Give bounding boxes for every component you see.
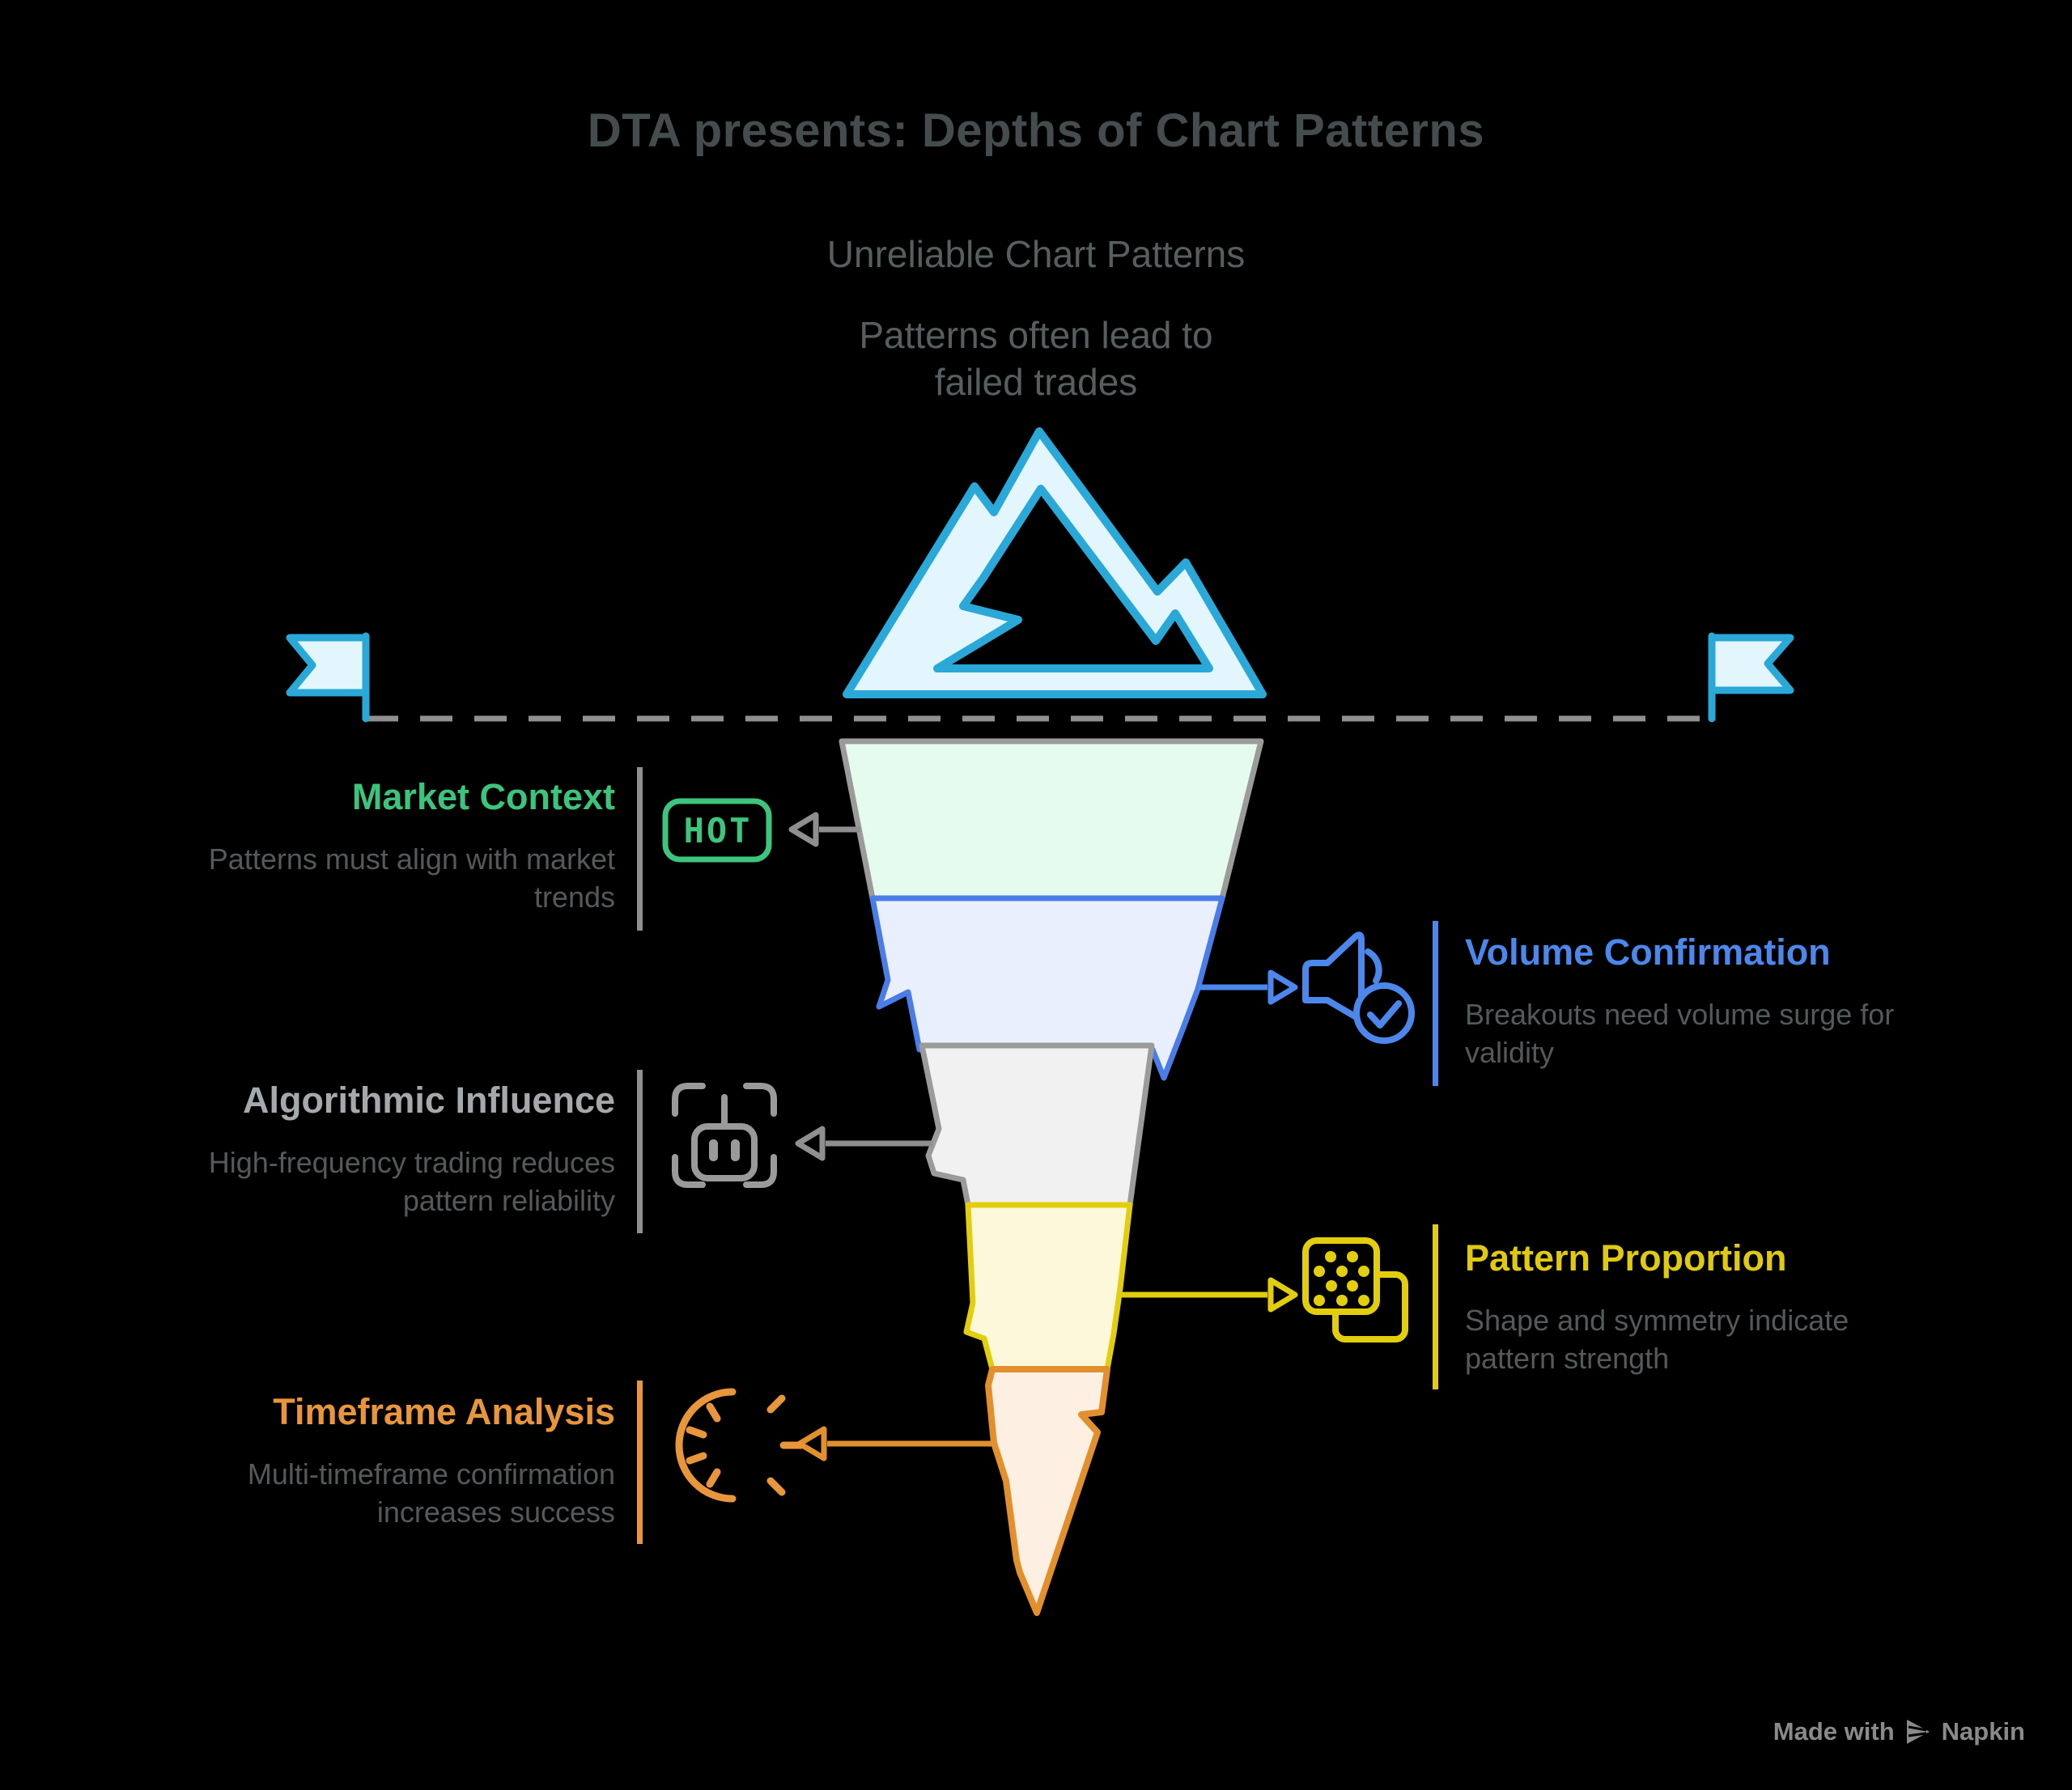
desc-line: Multi-timeframe confirmation	[247, 1457, 615, 1491]
iceberg-subtext-line1: Patterns often lead to	[859, 314, 1213, 356]
megaphone-check-icon	[1302, 931, 1415, 1044]
watermark-brand: Napkin	[1941, 1717, 2025, 1745]
section-algorithmic-influence: Algorithmic Influence High-frequency tra…	[32, 1079, 615, 1219]
mountain-icon	[843, 427, 1267, 698]
divider-bar-algorithmic-influence	[637, 1070, 643, 1233]
robot-scan-icon	[672, 1083, 777, 1188]
connector-arrow-volume-confirmation	[1199, 969, 1298, 1005]
funnel-segment-pattern-proportion	[963, 1202, 1133, 1372]
desc-line: pattern reliability	[402, 1184, 615, 1218]
iceberg-subtext: Patterns often lead to failed trades	[0, 312, 2072, 406]
connector-arrow-algorithmic-influence	[795, 1126, 932, 1161]
watermark-prefix: Made with	[1773, 1717, 1895, 1745]
desc-line: Shape and symmetry indicate	[1465, 1304, 1849, 1337]
section-desc-volume-confirmation: Breakouts need volume surge for validity	[1465, 995, 2048, 1071]
divider-bar-pattern-proportion	[1433, 1224, 1438, 1389]
section-desc-algorithmic-influence: High-frequency trading reduces pattern r…	[32, 1143, 615, 1219]
connector-arrow-timeframe-analysis	[796, 1426, 995, 1461]
section-title-pattern-proportion: Pattern Proportion	[1465, 1237, 1787, 1279]
section-desc-pattern-proportion: Shape and symmetry indicate pattern stre…	[1465, 1301, 2048, 1377]
section-pattern-proportion: Pattern Proportion Shape and symmetry in…	[1465, 1236, 2048, 1377]
funnel-segment-timeframe-analysis	[985, 1366, 1110, 1616]
flag-right-icon	[1708, 632, 1794, 723]
desc-line: validity	[1465, 1036, 1555, 1070]
section-title-algorithmic-influence: Algorithmic Influence	[242, 1080, 615, 1121]
desc-line: Breakouts need volume surge for	[1465, 998, 1895, 1031]
divider-bar-market-context	[637, 767, 643, 931]
desc-line: increases success	[376, 1495, 615, 1529]
section-title-timeframe-analysis: Timeframe Analysis	[273, 1391, 615, 1432]
dots-pattern-icon	[1302, 1237, 1408, 1342]
flag-left-icon	[286, 632, 370, 723]
section-timeframe-analysis: Timeframe Analysis Multi-timeframe confi…	[32, 1390, 615, 1531]
desc-line: High-frequency trading reduces	[208, 1146, 615, 1179]
page-title: DTA presents: Depths of Chart Patterns	[587, 104, 1485, 157]
funnel-segment-market-context	[839, 738, 1264, 901]
section-title-market-context: Market Context	[351, 776, 615, 817]
hot-badge-label: HOT	[684, 811, 753, 850]
connector-arrow-pattern-proportion	[1119, 1277, 1298, 1313]
iceberg-heading: Unreliable Chart Patterns	[826, 233, 1246, 275]
divider-bar-volume-confirmation	[1433, 921, 1438, 1086]
napkin-logo-icon	[1906, 1720, 1930, 1744]
desc-line: trends	[533, 880, 615, 914]
desc-line: Patterns must align with market	[208, 842, 615, 876]
section-desc-market-context: Patterns must align with market trends	[32, 840, 615, 916]
section-market-context: Market Context Patterns must align with …	[32, 775, 615, 916]
watermark: Made with Napkin	[1773, 1717, 2025, 1746]
desc-line: pattern strength	[1465, 1342, 1670, 1376]
section-desc-timeframe-analysis: Multi-timeframe confirmation increases s…	[32, 1455, 615, 1531]
half-clock-icon	[675, 1388, 805, 1503]
iceberg-subtext-line2: failed trades	[934, 361, 1138, 404]
connector-arrow-market-context	[788, 812, 860, 847]
hot-badge-icon: HOT	[662, 798, 772, 863]
section-volume-confirmation: Volume Confirmation Breakouts need volum…	[1465, 931, 2048, 1071]
funnel-segment-algorithmic-influence	[919, 1042, 1155, 1208]
section-title-volume-confirmation: Volume Confirmation	[1465, 931, 1831, 973]
divider-bar-timeframe-analysis	[637, 1381, 643, 1544]
